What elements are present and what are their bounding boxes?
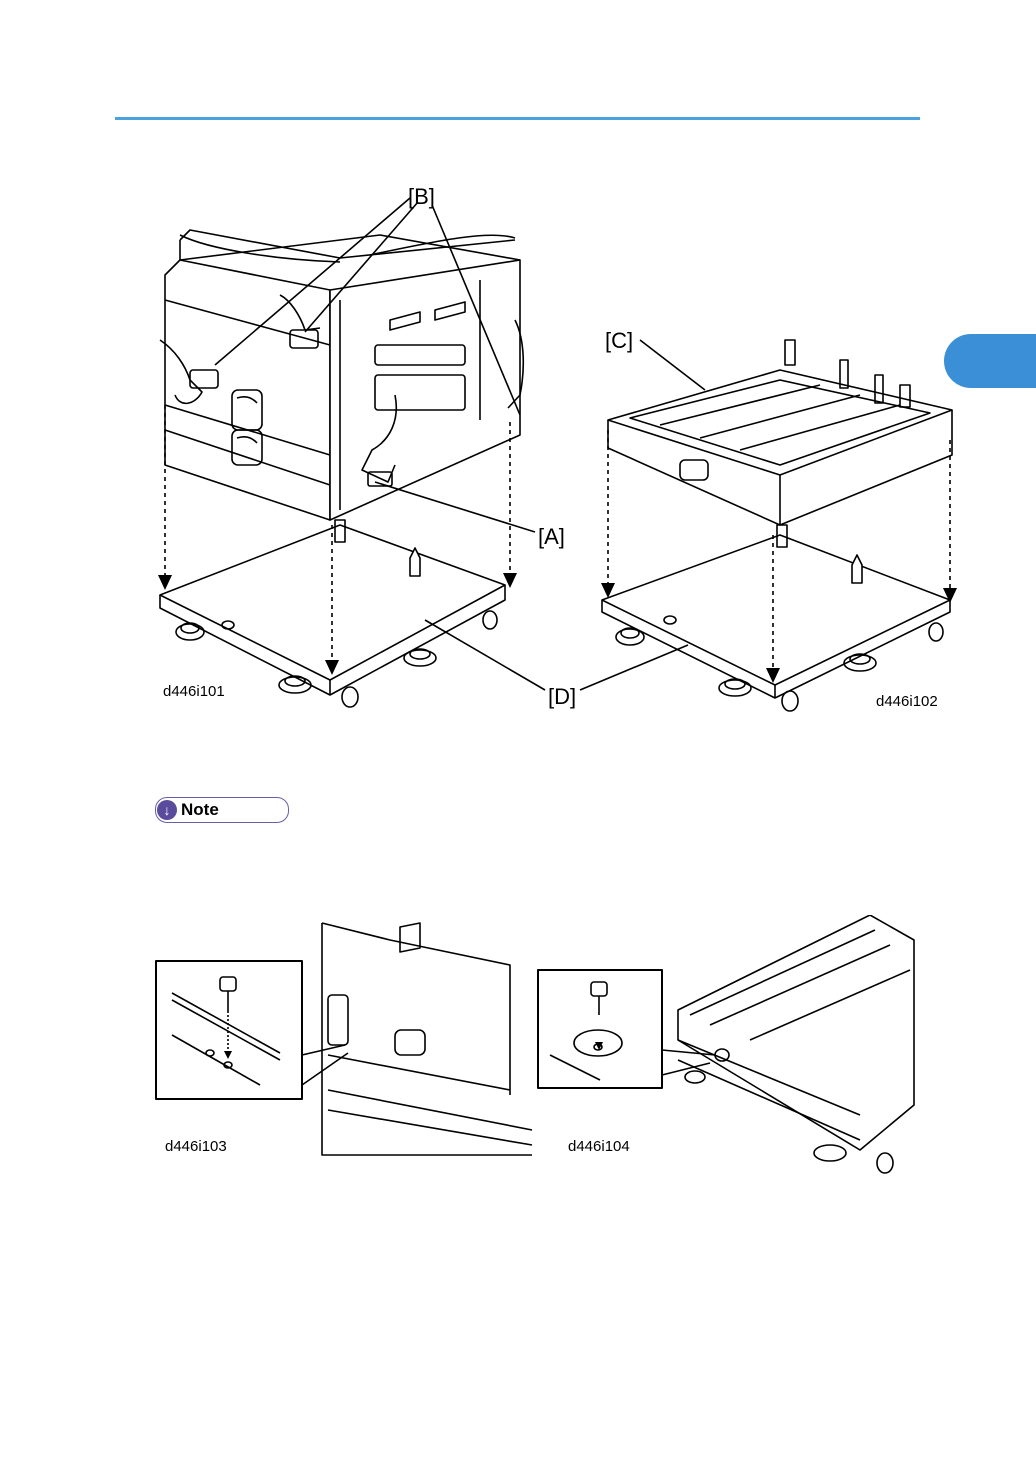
installation-diagram: [B] [C] [A] [D]	[140, 180, 960, 720]
figure-code-2: d446i102	[876, 693, 938, 710]
note-badge: ↓ Note	[155, 797, 289, 823]
installation-illustration-top: [B] [C] [A] [D]	[140, 180, 960, 720]
note-label: Note	[181, 800, 219, 820]
callout-c: [C]	[605, 328, 633, 353]
header-rule	[115, 117, 920, 120]
figure-code-3: d446i103	[165, 1138, 227, 1155]
figure-code-4: d446i104	[568, 1138, 630, 1155]
figure-code-1: d446i101	[163, 683, 225, 700]
arrow-down-icon: ↓	[157, 800, 177, 820]
callout-a: [A]	[538, 524, 565, 549]
callout-d: [D]	[548, 684, 576, 709]
screw-detail-diagram	[150, 915, 920, 1185]
screw-detail-illustration	[150, 915, 920, 1185]
callout-b: [B]	[408, 184, 435, 209]
